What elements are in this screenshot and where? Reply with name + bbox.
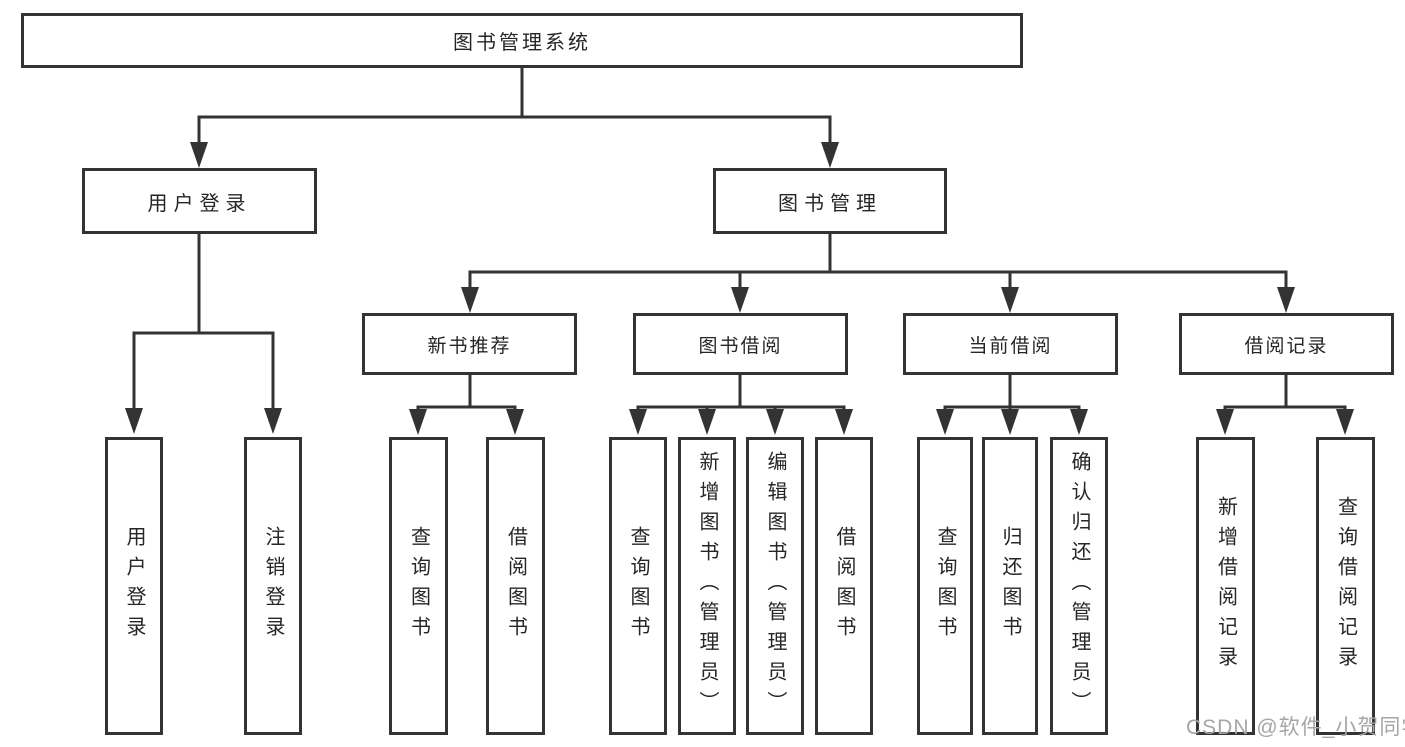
arrowheads [125,142,1354,435]
leaf-query-books-borrowing: 查询图书 [609,437,667,735]
node-borrowing-records: 借阅记录 [1179,313,1394,375]
leaf-query-borrow-record: 查询借阅记录 [1316,437,1375,735]
csdn-watermark: CSDN @软件_小贺同学 [1186,716,1405,739]
node-book-management: 图书管理 [713,168,947,234]
leaf-query-books-current: 查询图书 [917,437,973,735]
leaf-query-books-recommend: 查询图书 [389,437,448,735]
leaf-edit-book-admin: 编辑图书（管理员） [746,437,804,735]
node-current-borrowing: 当前借阅 [903,313,1118,375]
leaf-confirm-return-admin: 确认归还（管理员） [1050,437,1108,735]
leaf-add-borrow-record: 新增借阅记录 [1196,437,1255,735]
node-book-borrowing: 图书借阅 [633,313,848,375]
node-user-login-group: 用户登录 [82,168,317,234]
leaf-return-book: 归还图书 [982,437,1038,735]
node-new-book-recommend: 新书推荐 [362,313,577,375]
leaf-borrow-books: 借阅图书 [815,437,873,735]
node-library-system: 图书管理系统 [21,13,1023,68]
leaf-logout: 注销登录 [244,437,302,735]
leaf-user-login: 用户登录 [105,437,163,735]
leaf-borrow-books-recommend: 借阅图书 [486,437,545,735]
leaf-add-book-admin: 新增图书（管理员） [678,437,736,735]
